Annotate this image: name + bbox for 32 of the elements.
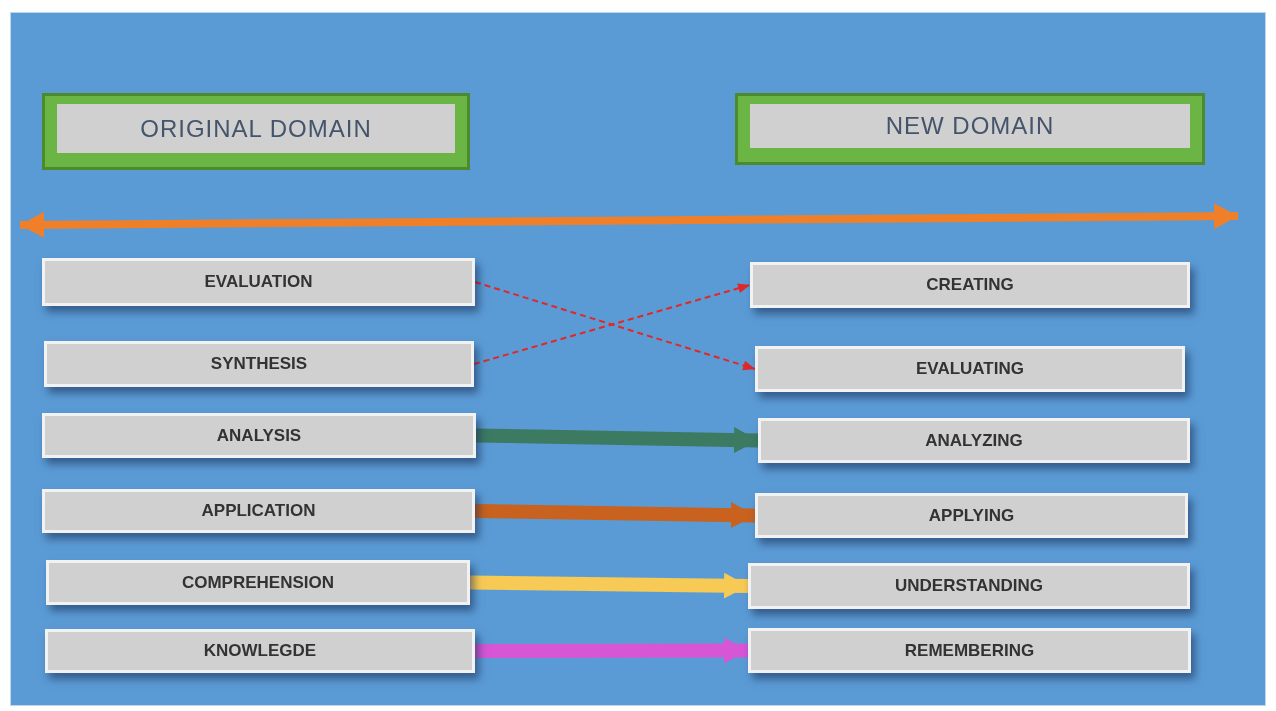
term-box bbox=[44, 341, 474, 387]
term-text: APPLICATION bbox=[201, 501, 316, 521]
block-arrow bbox=[469, 572, 749, 599]
term-box bbox=[42, 489, 475, 533]
term-text: COMPREHENSION bbox=[181, 572, 335, 593]
term-text: ANALYSIS bbox=[216, 425, 302, 446]
header-box bbox=[42, 93, 470, 170]
term-text: ANALYZING bbox=[925, 430, 1023, 451]
term-text: UNDERSTANDING bbox=[895, 576, 1043, 596]
term-box bbox=[750, 262, 1190, 308]
term-text: SYNTHESIS bbox=[210, 354, 308, 374]
term-text: REMEMBERING bbox=[904, 640, 1035, 661]
block-arrow bbox=[474, 637, 749, 664]
term-text: APPLYING bbox=[928, 505, 1015, 526]
term-text: EVALUATING bbox=[916, 359, 1024, 379]
term-box bbox=[748, 563, 1190, 609]
header-text: ORIGINAL DOMAIN bbox=[57, 104, 455, 153]
term-text: EVALUATION bbox=[204, 272, 313, 292]
term-text: KNOWLEGDE bbox=[203, 641, 317, 661]
block-arrow bbox=[474, 502, 756, 529]
term-box bbox=[42, 413, 476, 458]
term-box bbox=[758, 418, 1190, 463]
term-text: CREATING bbox=[926, 275, 1014, 295]
header-box bbox=[735, 93, 1205, 165]
term-box bbox=[755, 493, 1188, 538]
block-arrow bbox=[475, 427, 759, 454]
term-box bbox=[46, 560, 470, 605]
term-box bbox=[748, 628, 1191, 673]
header-text: NEW DOMAIN bbox=[750, 104, 1190, 148]
term-box bbox=[42, 258, 475, 306]
term-box bbox=[755, 346, 1185, 392]
term-box bbox=[45, 629, 475, 673]
